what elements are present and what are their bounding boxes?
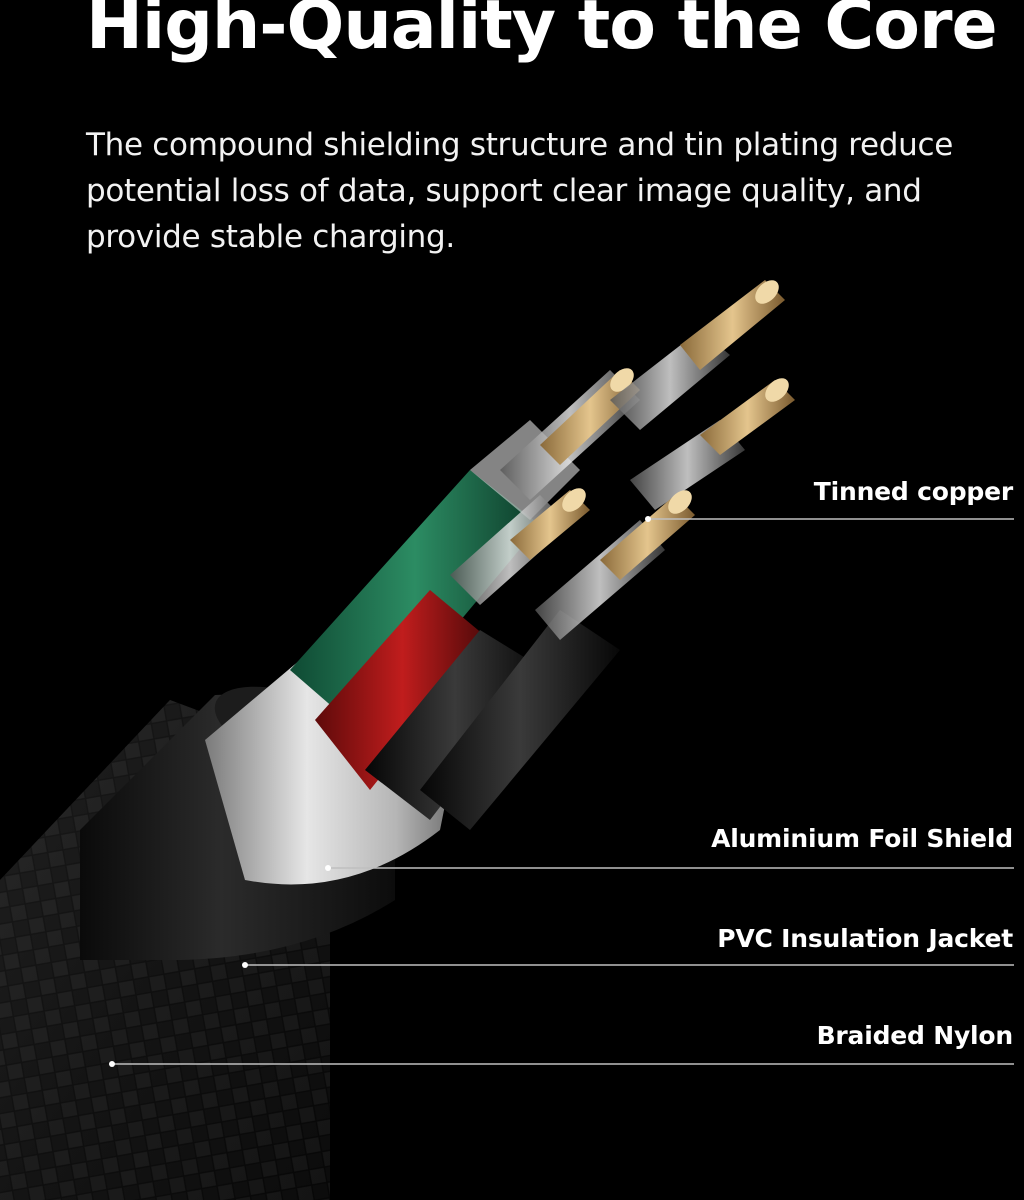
callout-label-foil-shield: Aluminium Foil Shield — [711, 824, 1013, 853]
callout-dot-pvc-jacket — [242, 962, 248, 968]
callout-label-pvc-jacket: PVC Insulation Jacket — [717, 924, 1013, 953]
callout-lines — [109, 516, 1014, 1067]
callout-label-braided-nylon: Braided Nylon — [816, 1021, 1014, 1050]
callout-dot-tinned-copper — [645, 516, 651, 522]
tinned-copper-conductors — [450, 280, 795, 640]
callout-label-tinned-copper: Tinned copper — [813, 477, 1013, 506]
page-title: High-Quality to the Core — [86, 0, 998, 65]
description-text: The compound shielding structure and tin… — [86, 127, 954, 255]
callout-dot-braided-nylon — [109, 1061, 115, 1067]
insulated-wires — [290, 420, 620, 830]
callout-dot-foil-shield — [325, 865, 331, 871]
